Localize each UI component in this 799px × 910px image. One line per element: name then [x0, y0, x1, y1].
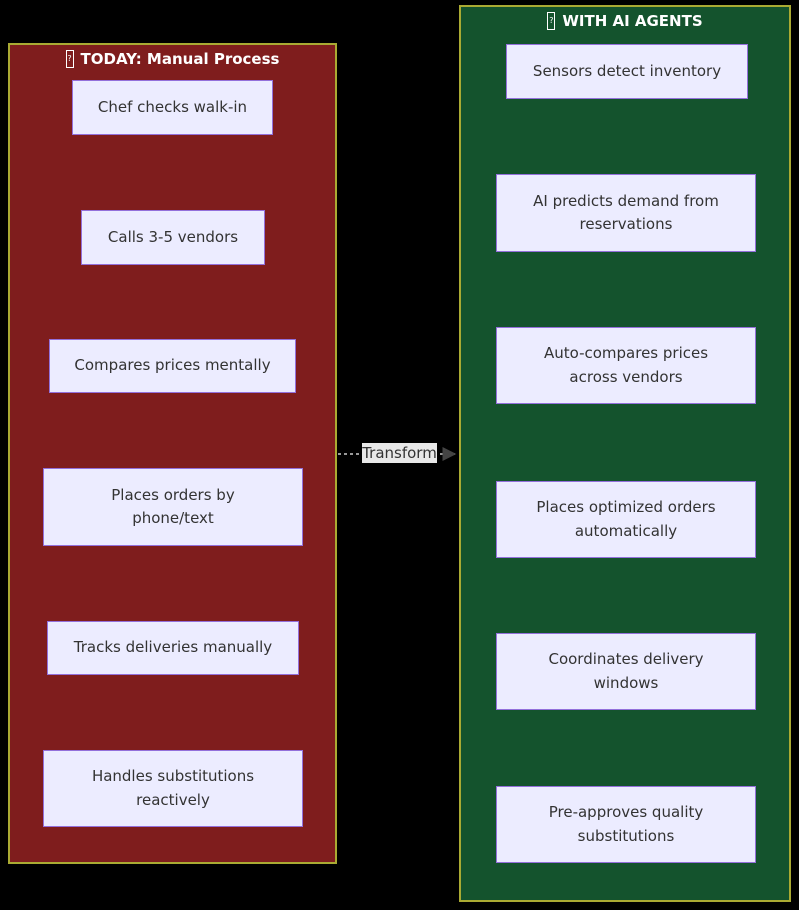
flow-node-auto-compares-prices: Auto-compares prices across vendors: [496, 327, 756, 404]
flow-node-places-optimized-orders: Places optimized orders automatically: [496, 481, 756, 558]
cluster-manual-title-text: TODAY: Manual Process: [80, 50, 280, 68]
flow-node-tracks-deliveries: Tracks deliveries manually: [47, 621, 299, 675]
flow-node-sensors-detect: Sensors detect inventory: [506, 44, 748, 99]
cluster-ai-title-text: WITH AI AGENTS: [562, 12, 703, 30]
flow-node-places-orders-phone: Places orders by phone/text: [43, 468, 303, 546]
flow-node-chef-checks-walkin: Chef checks walk-in: [72, 80, 273, 135]
flow-node-ai-predicts-demand: AI predicts demand from reservations: [496, 174, 756, 252]
flow-node-preapproves-quality: Pre-approves quality substitutions: [496, 786, 756, 863]
cluster-ai-title: ? WITH AI AGENTS: [461, 11, 789, 31]
cluster-manual-title: ? TODAY: Manual Process: [10, 49, 335, 69]
flow-node-calls-vendors: Calls 3-5 vendors: [81, 210, 265, 265]
flow-node-handles-substitutions: Handles substitutions reactively: [43, 750, 303, 827]
missing-emoji-icon: ?: [547, 12, 556, 30]
missing-emoji-icon: ?: [65, 50, 74, 68]
cluster-ai-agents: ? WITH AI AGENTS: [459, 5, 791, 902]
cluster-manual-process: ? TODAY: Manual Process: [8, 43, 337, 864]
transform-edge-label: Transform: [362, 443, 437, 463]
flow-node-compares-prices: Compares prices mentally: [49, 339, 296, 393]
flow-node-coordinates-delivery: Coordinates delivery windows: [496, 633, 756, 710]
